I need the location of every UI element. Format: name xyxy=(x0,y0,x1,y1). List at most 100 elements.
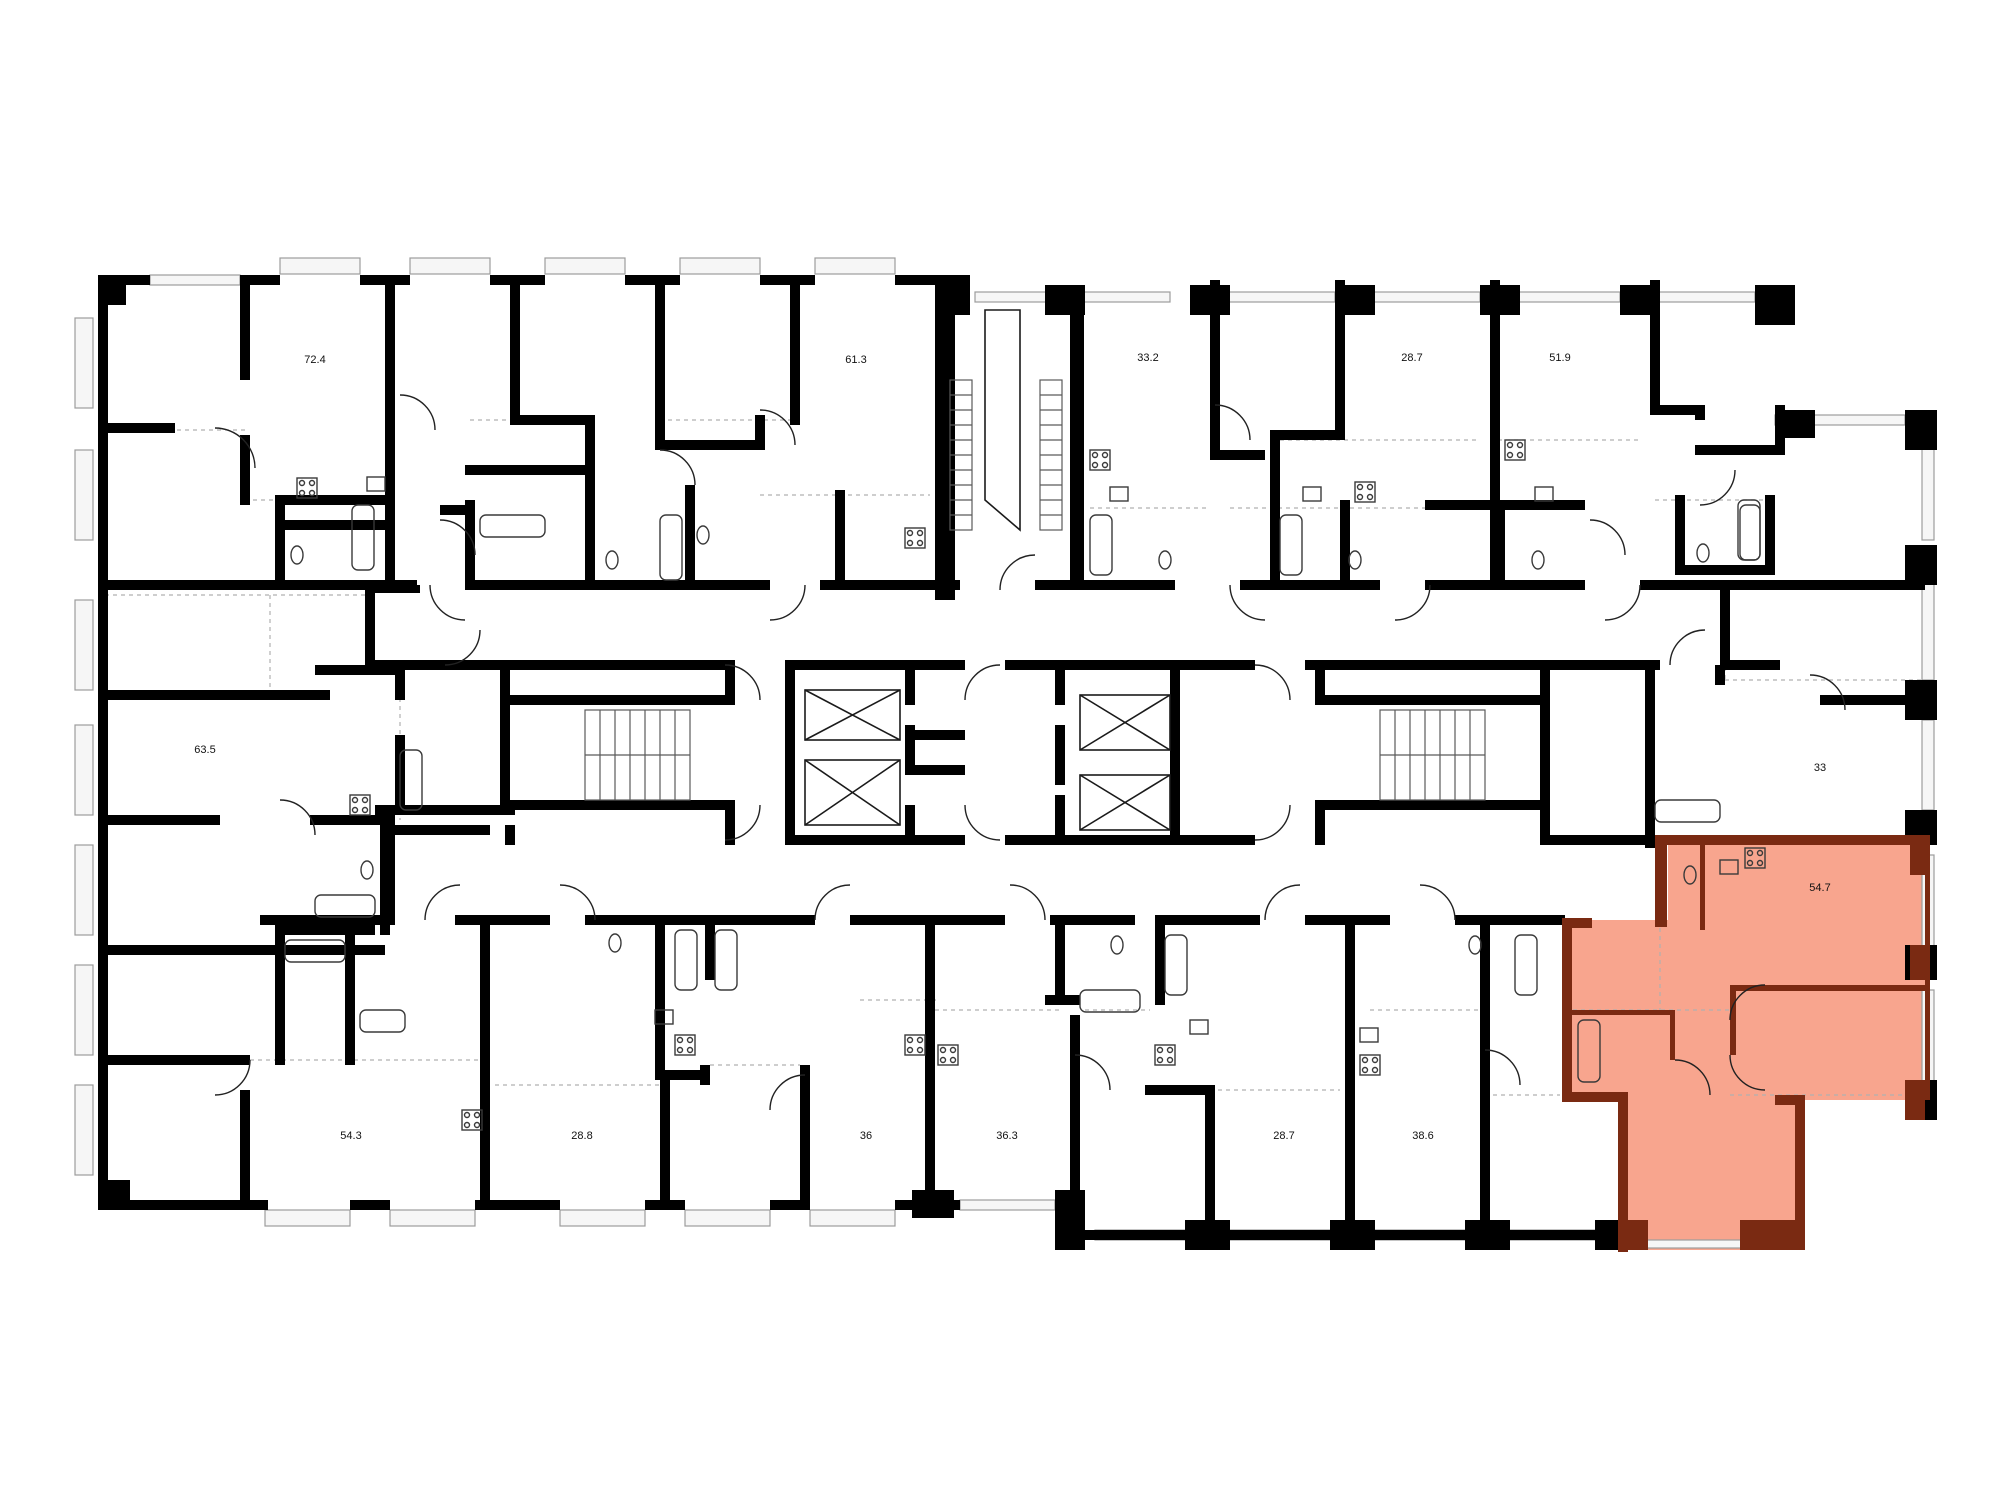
unit-area-label: 51.9 xyxy=(1549,352,1570,364)
door-swing-icon xyxy=(1809,674,1846,711)
window-icon xyxy=(74,1084,94,1176)
window-icon xyxy=(409,257,491,275)
highlighted-unit[interactable] xyxy=(1562,840,1928,1250)
window-icon xyxy=(74,964,94,1056)
sink-icon xyxy=(366,476,386,492)
stove-icon xyxy=(1744,847,1766,869)
door-swing-icon xyxy=(214,427,256,469)
door-swing-icon xyxy=(1074,1054,1111,1091)
bathtub-icon xyxy=(659,514,683,581)
window-icon xyxy=(279,257,361,275)
window-icon xyxy=(974,291,1056,303)
bathtub-icon xyxy=(399,749,423,811)
door-swing-icon xyxy=(424,884,461,921)
unit-area-label: 33 xyxy=(1814,762,1826,774)
highlighted-unit-walls xyxy=(1562,835,1930,1252)
door-swing-icon xyxy=(399,394,436,431)
sink-icon xyxy=(1109,486,1129,502)
door-swing-icon xyxy=(769,584,806,621)
window-icon xyxy=(389,1209,476,1227)
door-swing-icon xyxy=(1589,519,1626,556)
window-icon xyxy=(1921,439,1935,541)
window-icon xyxy=(74,724,94,816)
window-icon xyxy=(1079,291,1171,303)
window-icon xyxy=(814,257,896,275)
door-swing-icon xyxy=(1009,884,1046,921)
door-swing-icon xyxy=(1394,584,1431,621)
bathtub-icon xyxy=(1164,934,1188,996)
window-icon xyxy=(74,449,94,541)
stove-icon xyxy=(904,1034,926,1056)
stove-icon xyxy=(904,527,926,549)
bathtub-icon xyxy=(284,939,346,963)
toilet-icon xyxy=(1468,935,1482,955)
toilet-icon xyxy=(1683,865,1697,885)
bathtub-icon xyxy=(674,929,698,991)
bathtub-icon xyxy=(1654,799,1721,823)
door-swing-icon xyxy=(1669,629,1706,666)
window-icon xyxy=(74,844,94,936)
toilet-icon xyxy=(1531,550,1545,570)
door-swing-icon xyxy=(1604,584,1641,621)
bathtub-icon xyxy=(314,894,376,918)
door-swing-icon xyxy=(1729,984,1766,1021)
door-swing-icon xyxy=(724,804,761,841)
bathtub-icon xyxy=(351,504,375,571)
stove-icon xyxy=(1089,449,1111,471)
door-swing-icon xyxy=(1229,584,1266,621)
stove-icon xyxy=(674,1034,696,1056)
toilet-icon xyxy=(1110,935,1124,955)
window-icon xyxy=(74,317,94,409)
stove-icon xyxy=(937,1044,959,1066)
stove-icon xyxy=(461,1109,483,1131)
bathtub-icon xyxy=(1577,1019,1601,1083)
toilet-icon xyxy=(1696,543,1710,563)
toilet-icon xyxy=(360,860,374,880)
stove-icon xyxy=(296,477,318,499)
window-icon xyxy=(679,257,761,275)
unit-area-label: 33.2 xyxy=(1137,352,1158,364)
sink-icon xyxy=(1359,1027,1379,1043)
sink-icon xyxy=(1189,1019,1209,1035)
bathtub-icon xyxy=(359,1009,406,1033)
door-swing-icon xyxy=(999,554,1036,591)
toilet-icon xyxy=(1348,550,1362,570)
elevator-icon xyxy=(804,759,901,826)
highlighted-unit-area[interactable] xyxy=(1562,840,1928,1250)
window-icon xyxy=(959,1199,1056,1211)
window-icon xyxy=(1509,291,1621,303)
stove-icon xyxy=(1154,1044,1176,1066)
door-swing-icon xyxy=(429,584,466,621)
window-icon xyxy=(149,274,241,286)
stove-icon xyxy=(1354,481,1376,503)
door-swing-icon xyxy=(439,519,476,556)
elevator-icon xyxy=(1079,694,1171,751)
window-icon xyxy=(684,1209,771,1227)
stairs-icon xyxy=(584,709,691,801)
door-swing-icon xyxy=(814,884,851,921)
unit-area-label: 28.7 xyxy=(1273,1130,1294,1142)
door-swing-icon xyxy=(1254,664,1291,701)
bathtub-icon xyxy=(1737,499,1761,561)
stove-icon xyxy=(349,794,371,816)
walls xyxy=(98,275,1937,1250)
sink-icon xyxy=(654,1009,674,1025)
door-swing-icon xyxy=(769,1074,806,1111)
unit-area-label: 38.6 xyxy=(1412,1130,1433,1142)
door-swing-icon xyxy=(1729,1054,1766,1091)
toilet-icon xyxy=(608,933,622,953)
toilet-icon xyxy=(290,545,304,565)
toilet-icon xyxy=(696,525,710,545)
door-swing-icon xyxy=(444,629,481,666)
door-swing-icon xyxy=(759,409,796,446)
unit-area-labels: 72.4 61.3 33.2 28.7 51.9 63.5 33 54.3 28… xyxy=(194,352,1830,1142)
unit-area-label: 63.5 xyxy=(194,744,215,756)
window-icon xyxy=(1214,291,1336,303)
unit-area-label: 54.3 xyxy=(340,1130,361,1142)
sink-icon xyxy=(1534,486,1554,502)
door-swing-icon xyxy=(1419,884,1456,921)
bathtub-icon xyxy=(1279,514,1303,576)
door-swing-icon xyxy=(1214,404,1251,441)
windows xyxy=(74,257,1935,1249)
bathtub-icon xyxy=(1739,504,1761,561)
